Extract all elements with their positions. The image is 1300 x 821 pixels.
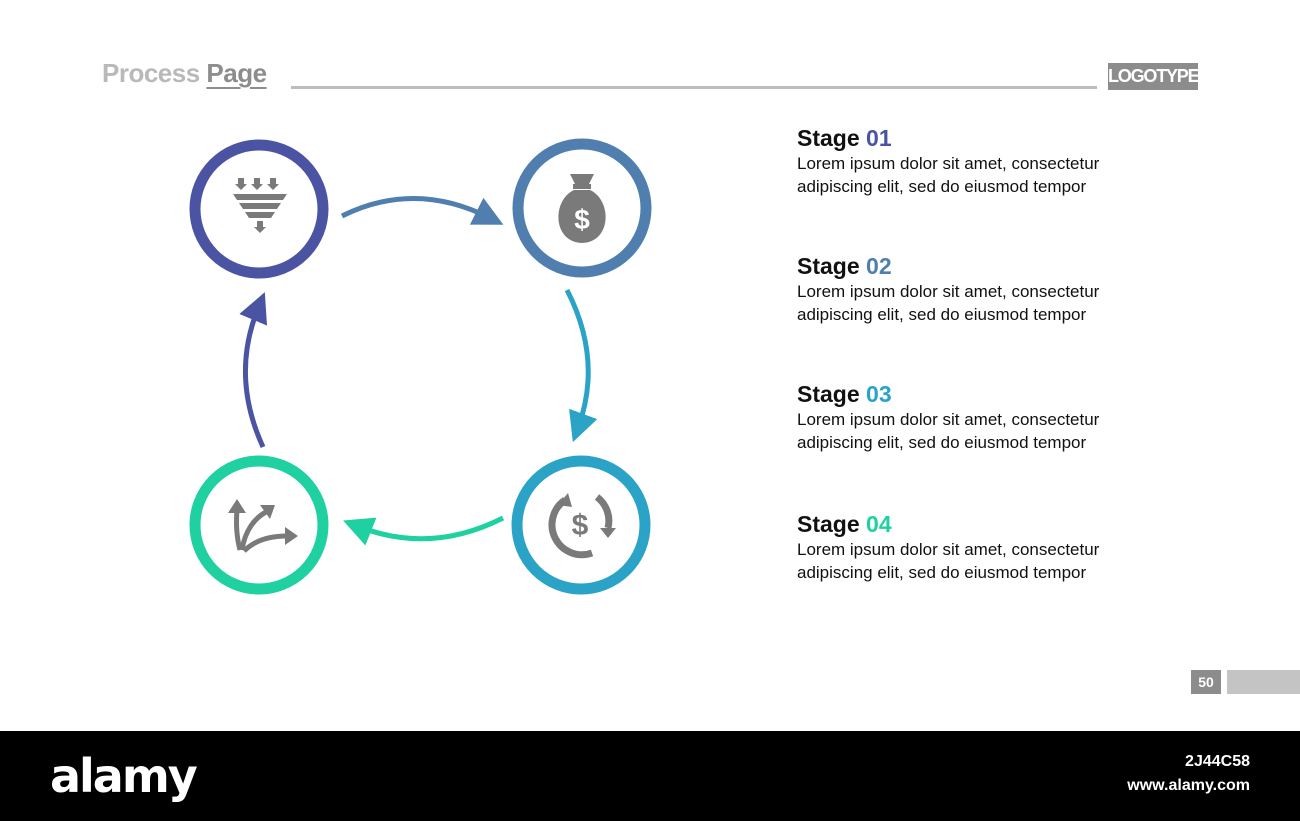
stage-number-3: 03 — [866, 381, 892, 407]
page-number: 50 — [1191, 670, 1221, 694]
stage-title-1: Stage 01 — [797, 124, 1117, 152]
split-arrows-icon — [233, 509, 288, 553]
stage-number-1: 01 — [866, 125, 892, 151]
stage-label-4: Stage — [797, 511, 867, 537]
image-id: 2J44C58 — [1185, 753, 1250, 770]
node-stage1 — [189, 139, 329, 279]
title-divider — [291, 86, 1097, 89]
cycle-diagram: $ $ — [189, 138, 652, 595]
arrow-stage4-to-stage1 — [239, 292, 268, 449]
stage-title-4: Stage 04 — [797, 510, 1117, 538]
watermark-url: www.alamy.com — [1127, 777, 1250, 794]
stage-block-1: Stage 01 Lorem ipsum dolor sit amet, con… — [797, 124, 1117, 198]
stage-title-3: Stage 03 — [797, 380, 1117, 408]
stage-block-4: Stage 04 Lorem ipsum dolor sit amet, con… — [797, 510, 1117, 584]
stage-label-3: Stage — [797, 381, 867, 407]
arrow-stage3-to-stage4 — [343, 515, 505, 546]
page-title: Process Page — [102, 58, 267, 89]
stage-title-2: Stage 02 — [797, 252, 1117, 280]
arrow-stage1-to-stage2 — [340, 196, 504, 225]
funnel-icon — [233, 178, 287, 233]
page-number-bar — [1227, 670, 1300, 694]
stage-block-3: Stage 03 Lorem ipsum dolor sit amet, con… — [797, 380, 1117, 454]
watermark-brand: alamy — [50, 749, 198, 803]
logotype: LOGOTYPE — [1108, 63, 1200, 90]
watermark-footer: alamy 2J44C58 www.alamy.com — [0, 731, 1300, 821]
stage-description-3: Lorem ipsum dolor sit amet, consectetur … — [797, 410, 1100, 452]
stage-label-2: Stage — [797, 253, 867, 279]
stage-description-1: Lorem ipsum dolor sit amet, consectetur … — [797, 154, 1100, 196]
page-title-part2: Page — [206, 58, 267, 88]
stage-label-1: Stage — [797, 125, 867, 151]
svg-text:$: $ — [574, 204, 590, 235]
stage-description-2: Lorem ipsum dolor sit amet, consectetur … — [797, 282, 1100, 324]
stage-number-2: 02 — [866, 253, 892, 279]
stage-description-4: Lorem ipsum dolor sit amet, consectetur … — [797, 540, 1100, 582]
svg-text:$: $ — [572, 509, 589, 542]
dollar-cycle-icon: $ — [548, 493, 616, 559]
arrow-stage2-to-stage3 — [564, 288, 598, 443]
page-title-part1: Process — [102, 58, 207, 88]
money-bag-icon: $ — [558, 174, 606, 243]
slide: Process Page LOGOTYPE — [102, 58, 1300, 694]
node-stage4 — [189, 455, 329, 595]
stage-number-4: 04 — [866, 511, 892, 537]
stage-block-2: Stage 02 Lorem ipsum dolor sit amet, con… — [797, 252, 1117, 326]
node-stage3: $ — [511, 455, 651, 595]
node-stage2: $ — [512, 138, 652, 278]
